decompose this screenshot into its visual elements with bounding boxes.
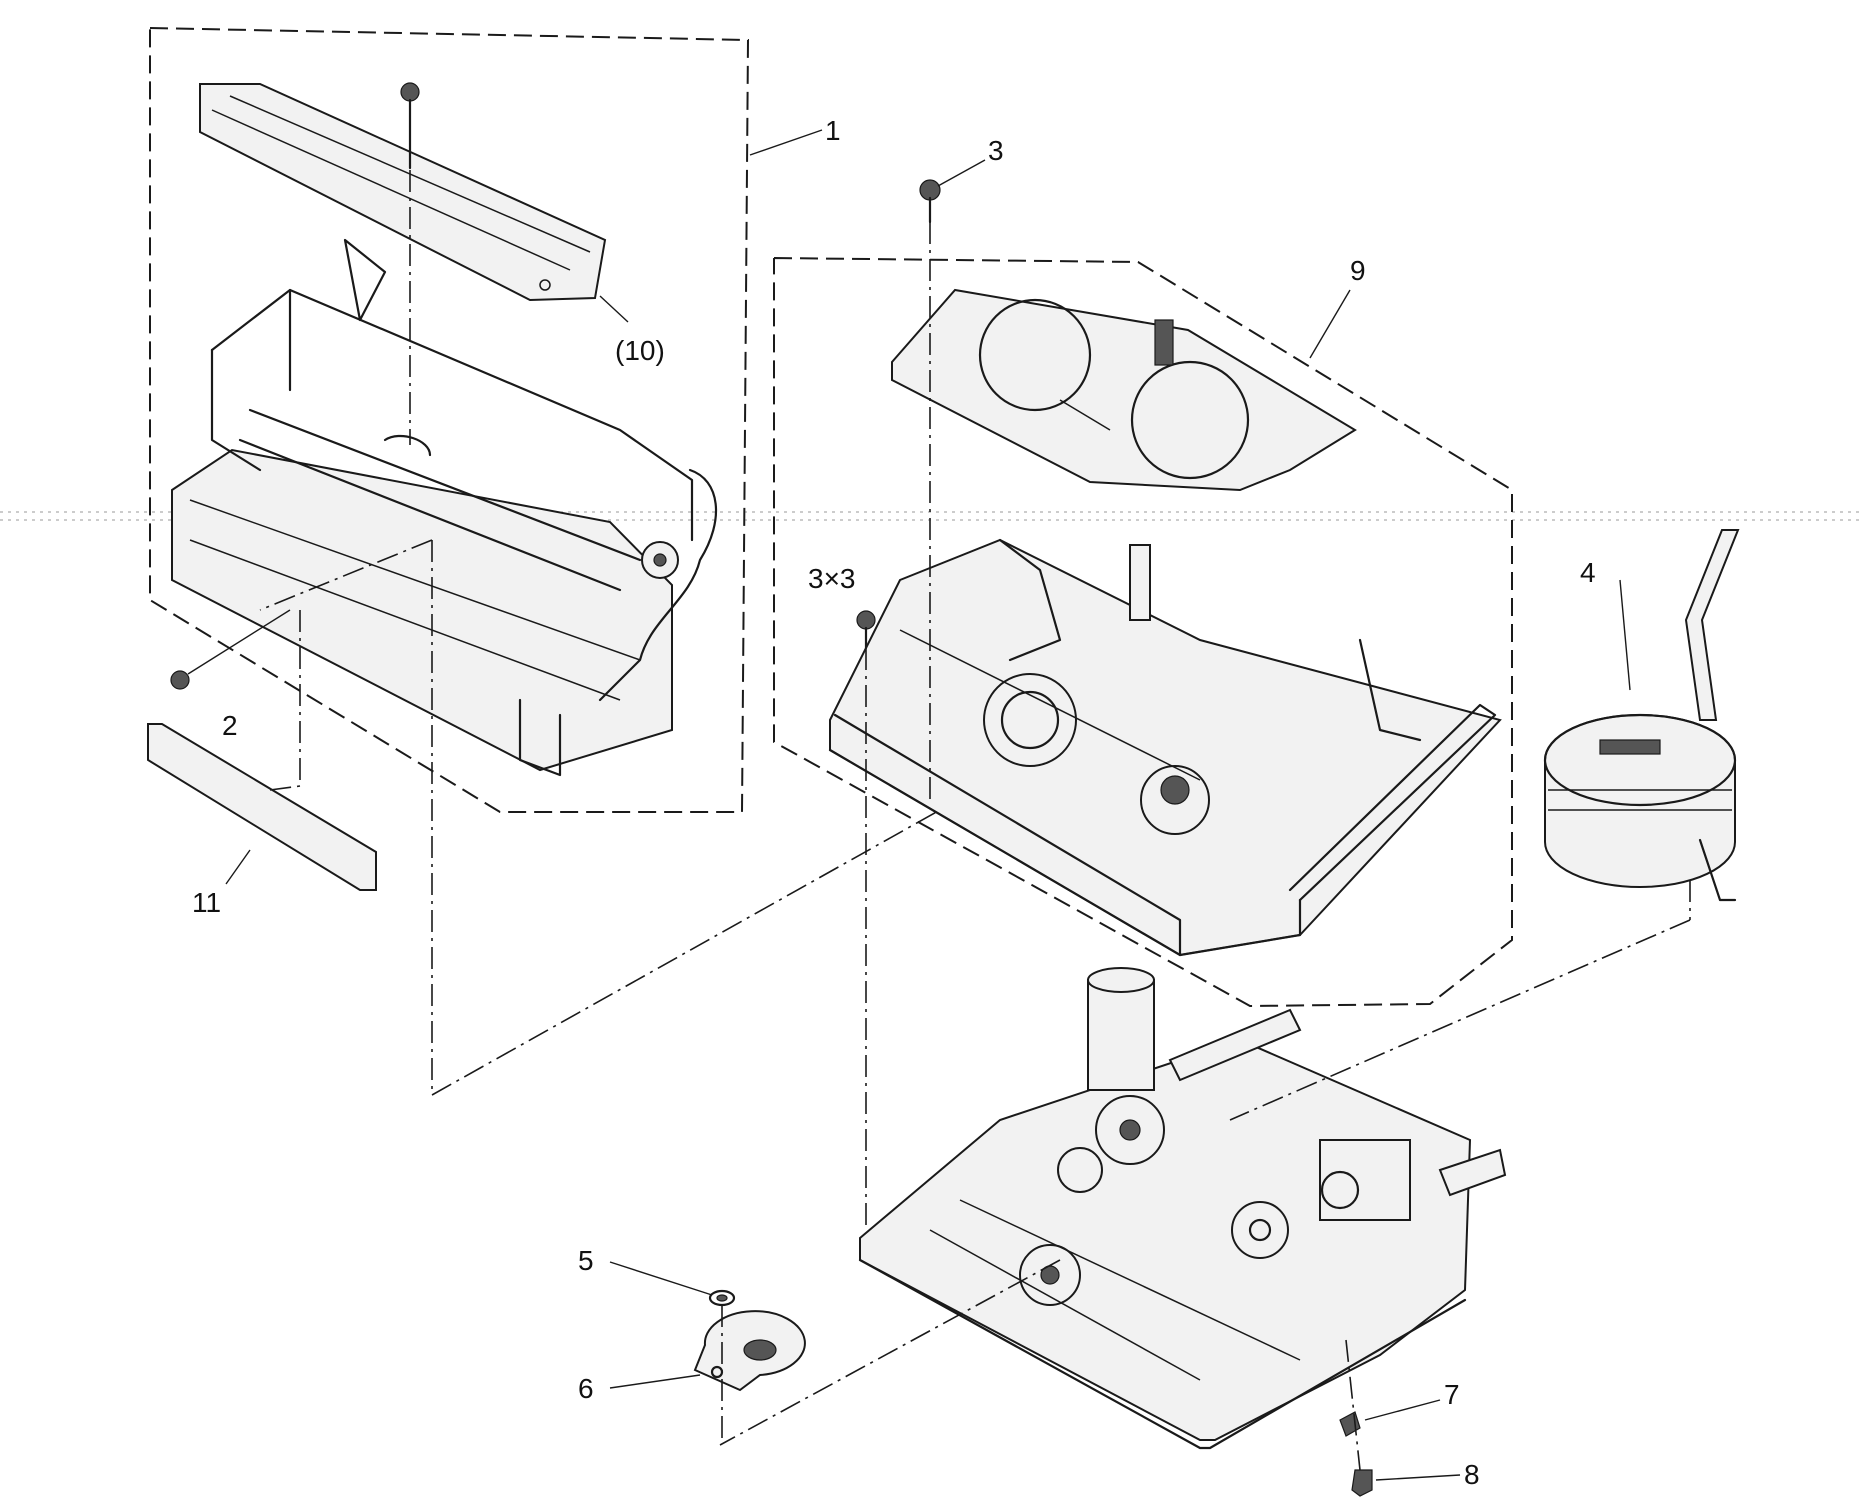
tension-arm <box>998 538 1062 662</box>
assembly-9-boundary <box>773 257 1513 1008</box>
screws-part-3x3 <box>856 610 876 1230</box>
screw-part-2 <box>170 609 291 690</box>
sheet-part-11 <box>147 723 377 891</box>
screw-part-3 <box>919 179 941 800</box>
callout-10: (10) <box>615 335 665 366</box>
chassis-assembly <box>773 257 1513 1008</box>
flat-cable-right <box>1438 1148 1507 1197</box>
top-plate-part-10 <box>199 83 607 302</box>
callout-11: 11 <box>192 887 221 918</box>
top-screw <box>400 82 420 170</box>
callout-1: 1 <box>825 115 841 146</box>
washer-part-5 <box>708 1289 736 1307</box>
assembly-lines <box>259 539 1691 1446</box>
screw-8-axis-line <box>1345 1339 1361 1471</box>
upper-sub-plate <box>891 288 1357 492</box>
callout-9: 9 <box>1350 255 1366 286</box>
pinch-roller-arm <box>1358 638 1422 742</box>
side-lever <box>598 468 718 702</box>
screw-part-8 <box>1351 1469 1373 1497</box>
callout-5: 5 <box>578 1245 594 1276</box>
callout-6: 6 <box>578 1373 594 1404</box>
callout-3: 3 <box>988 135 1004 166</box>
main-chassis-body <box>828 538 1502 957</box>
spring-clip <box>383 435 432 457</box>
callout-3x3: 3×3 <box>808 563 856 594</box>
base-mechanism <box>858 967 1507 1450</box>
cam-gear-part-6 <box>693 1310 806 1392</box>
callout-4: 4 <box>1580 557 1596 588</box>
assembly-1-boundary <box>149 27 750 813</box>
capstan-block <box>1319 1139 1411 1221</box>
guide-post <box>1129 544 1151 621</box>
drum-part-4 <box>1543 529 1740 902</box>
flat-cable-upper <box>1168 1008 1302 1082</box>
slanted-rail <box>1288 703 1497 902</box>
cassette-compartment-assembly <box>149 27 750 813</box>
washer-part-7 <box>1339 1411 1361 1437</box>
supply-reel-gear <box>983 673 1077 767</box>
sheet-attach-line <box>269 610 301 791</box>
compartment-frame <box>171 448 673 772</box>
leader-lines <box>225 129 1631 1481</box>
loading-motor <box>1087 979 1155 1091</box>
callout-8: 8 <box>1464 1459 1480 1490</box>
callout-7: 7 <box>1444 1379 1460 1410</box>
guide-arm <box>343 238 387 322</box>
callout-2: 2 <box>222 710 238 741</box>
